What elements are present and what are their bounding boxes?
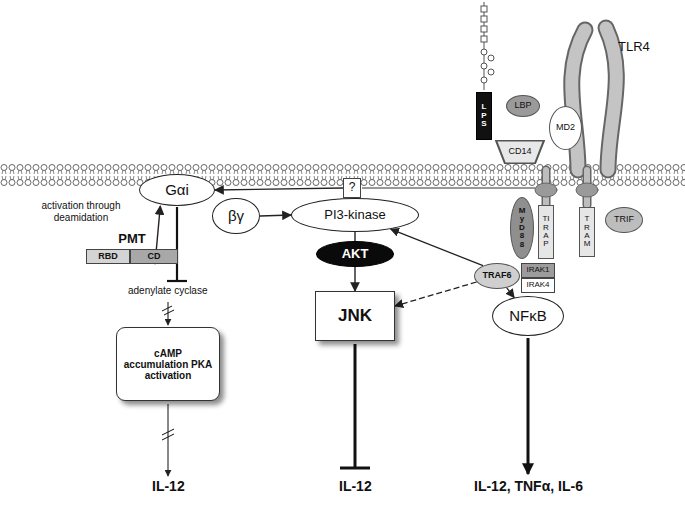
adaptor-ellipse: TRIF [605,207,643,233]
connector [260,215,291,216]
kinase-ellipse: PI3-kinase [291,198,419,232]
adaptor-box: TRAM [579,207,595,257]
node-text: PI3-kinase [324,208,385,222]
node-text: TRIF [614,215,634,225]
node-text: AKT [342,247,369,261]
tlr4-receptor [535,28,616,205]
connector [215,188,343,190]
node-text: NFκB [509,308,547,325]
domain-box: RBD [86,249,130,264]
receptor-label: TLR4 [618,40,650,55]
unknown-box: ? [343,178,361,198]
blocked-arrow [162,404,174,476]
protein-ellipse: LBP [506,95,540,117]
toxin-box: PMTRBD CD [86,232,178,264]
annotation-text: activation through deamidation [26,200,136,223]
receptor-trapezoid: CD14 [495,140,545,164]
inhibition-line [340,344,370,468]
connector [507,288,514,298]
node-text: PMT [118,232,145,246]
transcription-factor: NFκB [492,296,564,336]
node-text: RBD [98,252,118,262]
adaptor-ellipse: MyD88 [510,197,534,259]
node-text: LPS [480,103,488,128]
node-text: CD [148,252,161,262]
cytokine-label: IL-12 [339,478,372,494]
node-text: βγ [228,208,244,225]
node-text: MD2 [556,123,575,133]
node-text: TRAF6 [483,271,512,281]
node-text: JNK [338,307,372,326]
cytokine-label: IL-12 [152,478,185,494]
lps-box: LPS [476,92,492,140]
node-text: IRAK1 [526,266,549,275]
kinase-ellipse: AKT [316,241,394,267]
node-text: MyD88 [518,207,526,249]
inhibition-line [167,207,187,281]
adaptor-ellipse: TRAF6 [474,263,520,289]
connector [354,267,355,291]
node-text: CD14 [508,147,531,157]
node-text: LBP [514,101,531,111]
domain-row: RBD CD [86,249,178,264]
process-box: cAMP accumulation PKA activation [116,327,220,401]
protein-ellipse: βγ [212,198,260,234]
blocked-arrow [162,302,174,325]
node-text: TIRAP [542,215,550,249]
connector [391,229,483,266]
node-text: Gαi [165,182,189,199]
protein-ellipse: MD2 [549,106,582,150]
signal-line [362,187,535,188]
protein-ellipse: Gαi [139,174,215,206]
kinase-box: JNK [315,291,395,341]
enzyme-label: adenylate cyclase [128,285,208,297]
domain-box: CD [130,249,178,264]
adaptor-box: TIRAP [538,205,554,259]
activation-arrow [527,338,530,474]
connector [354,232,355,241]
node-text: IRAK4 [526,281,549,290]
node-text: cAMP accumulation PKA activation [123,348,213,381]
kinase-box: IRAK1 [521,263,555,278]
cytokine-label: IL-12, TNFα, IL-6 [474,478,583,494]
kinase-box: IRAK4 [521,278,555,293]
node-text: ? [349,181,356,194]
node-text: TRAM [583,215,591,249]
connector [395,282,477,306]
lps-chain [481,2,494,90]
